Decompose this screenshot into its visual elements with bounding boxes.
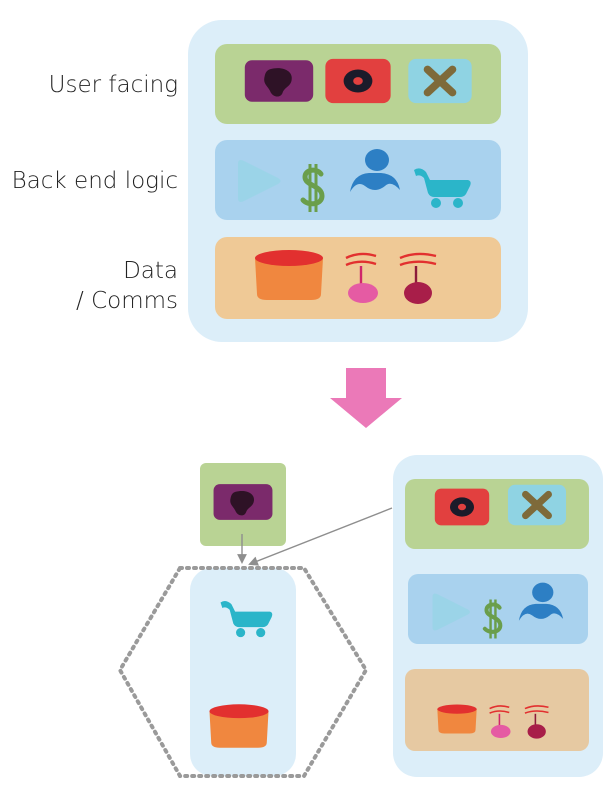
blob-card-icon (244, 60, 314, 102)
label-comms-line: / Comms (76, 288, 178, 314)
label-user-facing: User facing (48, 72, 178, 98)
database-icon (437, 704, 477, 734)
connector-arrow (248, 507, 393, 566)
x-card-icon (508, 485, 566, 525)
database-icon (255, 250, 323, 300)
target-card-icon (434, 488, 490, 526)
microservice-boundary (117, 566, 369, 778)
target-card-icon (325, 58, 391, 104)
database-icon (209, 704, 269, 748)
x-card-icon (408, 59, 471, 103)
data-comms-layer (405, 669, 589, 751)
blob-card-icon (213, 484, 273, 520)
label-data-line: Data (123, 258, 178, 284)
label-data-comms: Data / Comms (76, 256, 178, 316)
label-back-end-logic: Back end logic (11, 168, 178, 194)
down-arrow-icon (330, 368, 402, 428)
